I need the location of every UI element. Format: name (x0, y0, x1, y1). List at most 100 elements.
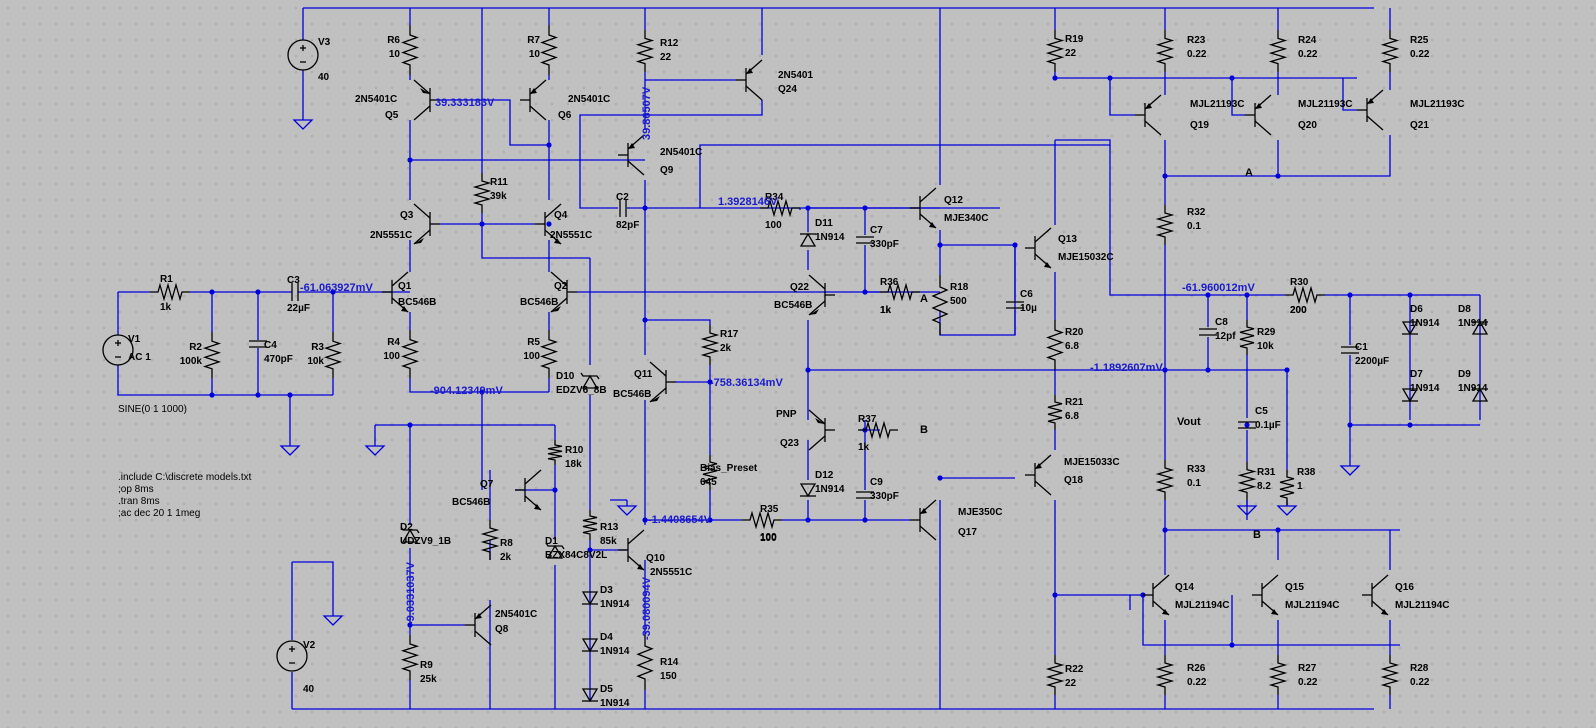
wire[interactable] (409, 378, 549, 393)
wire[interactable] (645, 319, 711, 325)
wire[interactable] (481, 213, 590, 259)
wire[interactable] (1142, 595, 1400, 646)
wire[interactable] (1231, 78, 1245, 116)
wire[interactable] (440, 99, 549, 146)
wire[interactable] (579, 100, 763, 209)
wire[interactable] (117, 365, 333, 396)
wires[interactable] (117, 7, 1481, 710)
wire[interactable] (292, 561, 334, 610)
wire[interactable] (1109, 78, 1135, 116)
capacitor-c5[interactable]: C50.1µF (1238, 406, 1281, 431)
wire[interactable] (1109, 145, 1285, 296)
wire[interactable] (1342, 78, 1357, 111)
